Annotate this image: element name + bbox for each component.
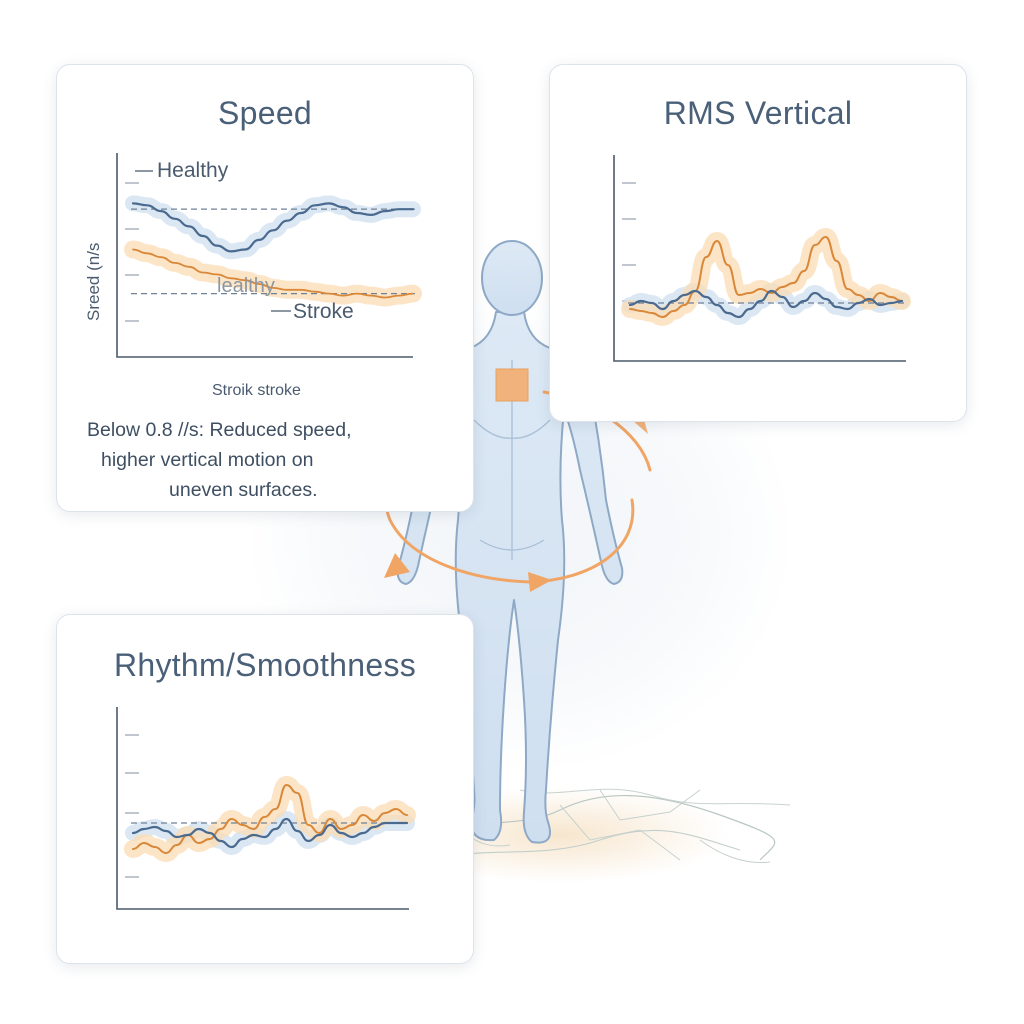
rms-axes (613, 155, 906, 362)
rhythm-smoothness-panel: Rhythm/Smoothness (56, 614, 474, 964)
note-line-3: uneven surfaces. (169, 479, 318, 501)
speed-ylabel: Sreed (n/s (84, 243, 103, 321)
ghost-healthy-label: lealthy (217, 275, 275, 297)
rhythm-chart (116, 707, 416, 910)
speed-band-healthy (125, 195, 421, 260)
speed-title: Speed (217, 95, 313, 131)
note-line-1: Below 0.8 //s: Reduced speed, (87, 419, 352, 441)
speed-axes (116, 153, 413, 358)
rhythm-healthy-line (131, 817, 409, 849)
note-line-2: higher vertical motion on (101, 449, 314, 471)
rms-chart (613, 155, 911, 362)
speed-panel: Speed Healthy lealthy Stroke Sreed (n/s … (56, 64, 474, 512)
legend-stroke-label: Stroke (293, 300, 354, 323)
rhythm-title: Rhythm/Smoothness (113, 647, 417, 683)
rhythm-stroke-line (132, 783, 408, 855)
rms-healthy-line (628, 289, 904, 319)
rhythm-axes (116, 707, 409, 910)
speed-chart: Healthy lealthy Stroke Sreed (n/s Stroik… (84, 153, 422, 399)
speed-healthy-line (131, 202, 415, 253)
rms-title: RMS Vertical (663, 95, 853, 131)
rms-vertical-panel: RMS Vertical (549, 64, 967, 422)
rms-stroke-line (629, 235, 903, 319)
speed-note: Below 0.8 //s: Reduced speed, higher ver… (87, 415, 447, 505)
speed-xlabel: Stroik stroke (212, 382, 301, 399)
body-figure (396, 240, 624, 844)
legend-healthy-label: Healthy (157, 159, 229, 182)
sensor-patch-icon (495, 368, 529, 402)
speed-stroke-line (132, 248, 414, 299)
